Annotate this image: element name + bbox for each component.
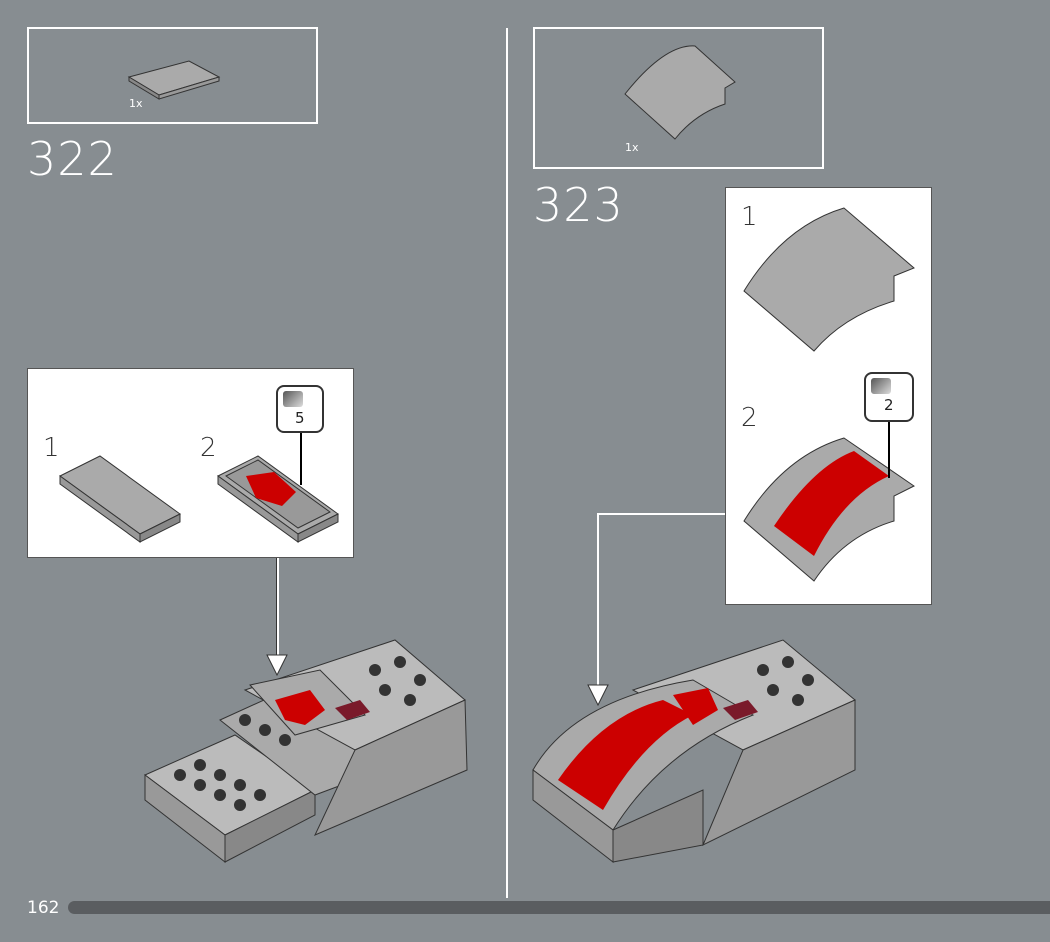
substep-callout-322: 1 2 5 <box>27 368 354 558</box>
model-assembly-323 <box>532 639 856 864</box>
part-quantity: 1x <box>625 141 639 154</box>
placement-arrow <box>597 513 599 688</box>
step-number: 322 <box>27 132 118 186</box>
progress-bar <box>68 901 1050 914</box>
substep-callout-323: 1 2 2 <box>725 187 932 605</box>
placement-arrow <box>597 513 725 515</box>
arrow-head <box>587 684 609 707</box>
step-divider <box>506 28 508 898</box>
model-assembly-322 <box>144 639 468 864</box>
curved-slope-with-sticker <box>743 437 915 582</box>
parts-callout-322: 1x <box>27 27 318 124</box>
sticker-leader-line <box>888 422 890 478</box>
flat-tile-part <box>127 60 221 100</box>
placement-arrow <box>276 558 279 658</box>
arrow-head <box>266 654 288 677</box>
substep-number: 2 <box>200 433 217 463</box>
part-quantity: 1x <box>129 97 143 110</box>
parts-callout-323: 1x <box>533 27 824 169</box>
tile-with-sticker <box>217 455 339 543</box>
substep-number: 1 <box>43 433 60 463</box>
sticker-number: 5 <box>295 409 305 427</box>
curved-slope-part <box>624 45 736 140</box>
step-number: 323 <box>533 178 624 232</box>
substep-number: 2 <box>741 403 758 433</box>
substep-number: 1 <box>741 202 758 232</box>
sticker-icon: 5 <box>276 385 324 433</box>
sticker-number: 2 <box>884 396 894 414</box>
tile-part <box>59 455 181 543</box>
page-number: 162 <box>27 898 60 918</box>
curved-slope-part <box>743 207 915 352</box>
sticker-leader-line <box>300 433 302 485</box>
sticker-icon: 2 <box>864 372 914 422</box>
